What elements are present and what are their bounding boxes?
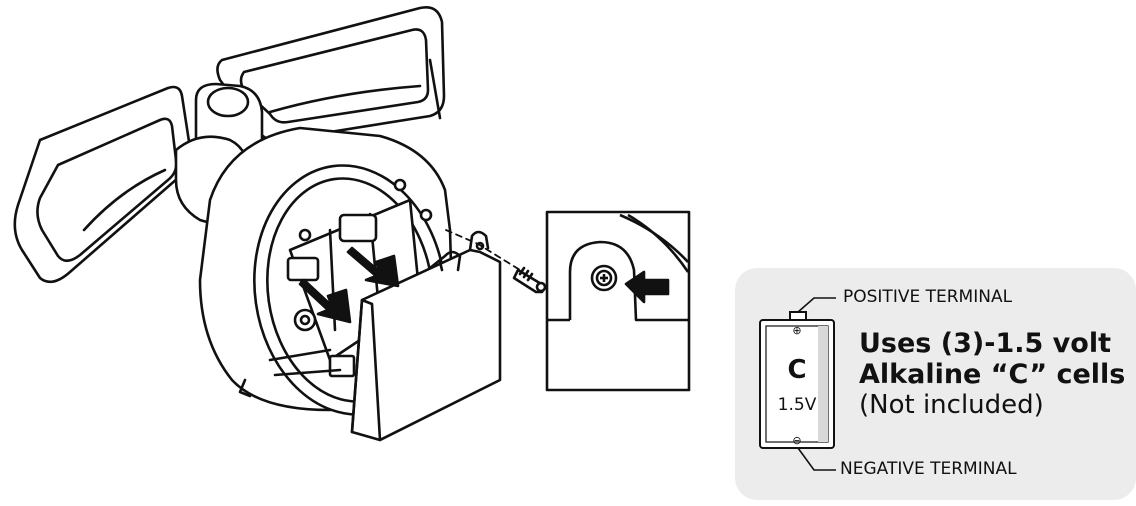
battery-icon: ⊕ ⊖ C 1.5V [759, 311, 835, 449]
requirement-line-3: (Not included) [859, 390, 1044, 420]
requirement-line-2: Alkaline “C” cells [859, 359, 1126, 390]
left-lamp-head [13, 85, 214, 284]
negative-terminal-label: NEGATIVE TERMINAL [840, 459, 1017, 479]
guide-line [445, 229, 521, 271]
positive-symbol: ⊕ [792, 324, 801, 337]
cell-voltage: 1.5V [778, 395, 817, 415]
battery-diagram: ⊕ ⊖ C 1.5V [735, 268, 1136, 500]
arrow-icon [298, 246, 400, 324]
cell-letter: C [787, 355, 806, 385]
negative-symbol: ⊖ [792, 434, 801, 447]
positive-terminal-label: POSITIVE TERMINAL [843, 287, 1013, 307]
requirement-line-1: Uses (3)-1.5 volt [859, 328, 1111, 359]
right-lamp-head [216, 6, 446, 142]
battery-door [350, 230, 502, 442]
screw-icon [512, 266, 547, 294]
battery-requirements: Uses (3)-1.5 volt Alkaline “C” cells (No… [859, 328, 1125, 420]
screw-detail-inset [545, 210, 691, 392]
